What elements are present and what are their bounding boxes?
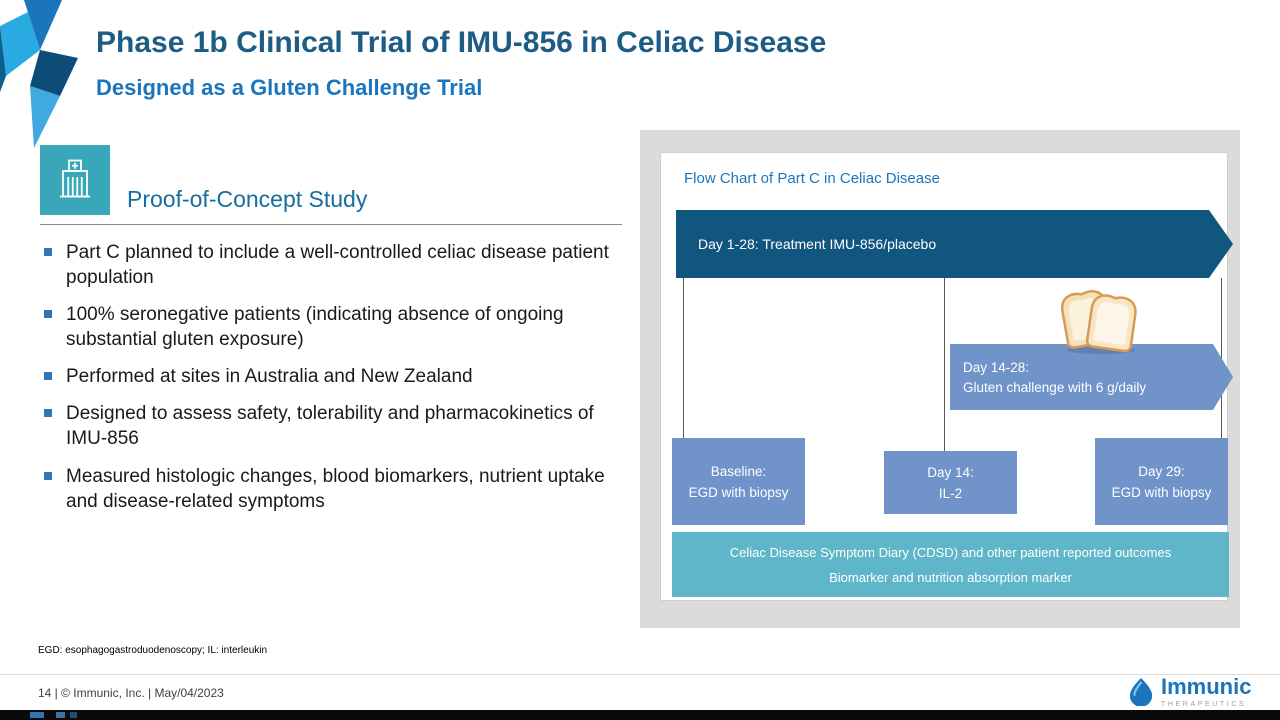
square-bullet-icon xyxy=(44,372,52,381)
gluten-arrow-line1: Day 14-28: xyxy=(963,359,1030,375)
bullet-item: 100% seronegative patients (indicating a… xyxy=(40,302,620,352)
square-bullet-icon xyxy=(44,409,52,418)
hospital-building-glyph xyxy=(60,159,90,198)
day29-box: Day 29: EGD with biopsy xyxy=(1095,438,1228,525)
logo-text-stack: Immunic THERAPEUTICS xyxy=(1161,674,1252,709)
bullet-list: Part C planned to include a well-control… xyxy=(40,240,620,526)
corner-decoration-icon xyxy=(0,0,78,148)
outcomes-banner-line1: Celiac Disease Symptom Diary (CDSD) and … xyxy=(729,544,1172,560)
gluten-challenge-arrow: Day 14-28: Gluten challenge with 6 g/dai… xyxy=(950,344,1233,410)
bullet-item: Designed to assess safety, tolerability … xyxy=(40,401,620,451)
square-bullet-icon xyxy=(44,248,52,256)
square-bullet-icon xyxy=(44,471,52,480)
outcomes-banner: Celiac Disease Symptom Diary (CDSD) and … xyxy=(672,532,1229,597)
baseline-box-line2: EGD with biopsy xyxy=(688,484,789,500)
day14-box: Day 14: IL-2 xyxy=(884,451,1017,514)
hospital-icon xyxy=(40,145,110,215)
bullet-text: Part C planned to include a well-control… xyxy=(66,242,609,289)
connector-line xyxy=(1221,278,1222,438)
day29-box-line2: EGD with biopsy xyxy=(1111,484,1212,500)
connector-line xyxy=(944,278,945,452)
logo-droplet-icon xyxy=(1129,678,1153,706)
bullet-item: Measured histologic changes, blood bioma… xyxy=(40,464,620,514)
logo-wordmark: Immunic xyxy=(1161,674,1252,699)
day14-box-line2: IL-2 xyxy=(938,485,963,501)
footer-divider xyxy=(0,674,1280,675)
taskbar-icon[interactable] xyxy=(70,712,77,718)
square-bullet-icon xyxy=(44,310,52,319)
bullet-item: Performed at sites in Australia and New … xyxy=(40,364,620,389)
bread-icon xyxy=(1046,282,1146,356)
taskbar-icon[interactable] xyxy=(56,712,65,718)
treatment-arrow: Day 1-28: Treatment IMU-856/placebo xyxy=(676,210,1233,278)
taskbar-strip[interactable] xyxy=(0,710,1280,720)
treatment-arrow-label: Day 1-28: Treatment IMU-856/placebo xyxy=(698,236,937,252)
logo-subtext: THERAPEUTICS xyxy=(1161,701,1247,708)
day14-box-line1: Day 14: xyxy=(927,464,974,480)
slide-subtitle: Designed as a Gluten Challenge Trial xyxy=(96,75,483,100)
taskbar-icon[interactable] xyxy=(30,712,44,718)
slide-title: Phase 1b Clinical Trial of IMU-856 in Ce… xyxy=(96,26,827,59)
bullet-text: 100% seronegative patients (indicating a… xyxy=(66,304,564,351)
heading-divider xyxy=(40,224,622,225)
flowchart-title: Flow Chart of Part C in Celiac Disease xyxy=(684,170,940,187)
section-heading: Proof-of-Concept Study xyxy=(127,186,368,212)
footnote: EGD: esophagogastroduodenoscopy; IL: int… xyxy=(38,645,268,656)
page-info: 14 | © Immunic, Inc. | May/04/2023 xyxy=(38,686,224,700)
gluten-arrow-line2: Gluten challenge with 6 g/daily xyxy=(963,379,1147,395)
bread-slices-glyph xyxy=(1061,290,1137,354)
baseline-box: Baseline: EGD with biopsy xyxy=(672,438,805,525)
bullet-text: Performed at sites in Australia and New … xyxy=(66,366,473,388)
bullet-item: Part C planned to include a well-control… xyxy=(40,240,620,290)
bullet-text: Measured histologic changes, blood bioma… xyxy=(66,465,605,512)
bullet-text: Designed to assess safety, tolerability … xyxy=(66,403,594,450)
baseline-box-line1: Baseline: xyxy=(710,463,767,479)
day29-box-line1: Day 29: xyxy=(1138,463,1185,479)
connector-line xyxy=(683,278,684,438)
outcomes-banner-line2: Biomarker and nutrition absorption marke… xyxy=(829,569,1072,585)
immunic-logo: Immunic THERAPEUTICS xyxy=(1128,676,1251,708)
